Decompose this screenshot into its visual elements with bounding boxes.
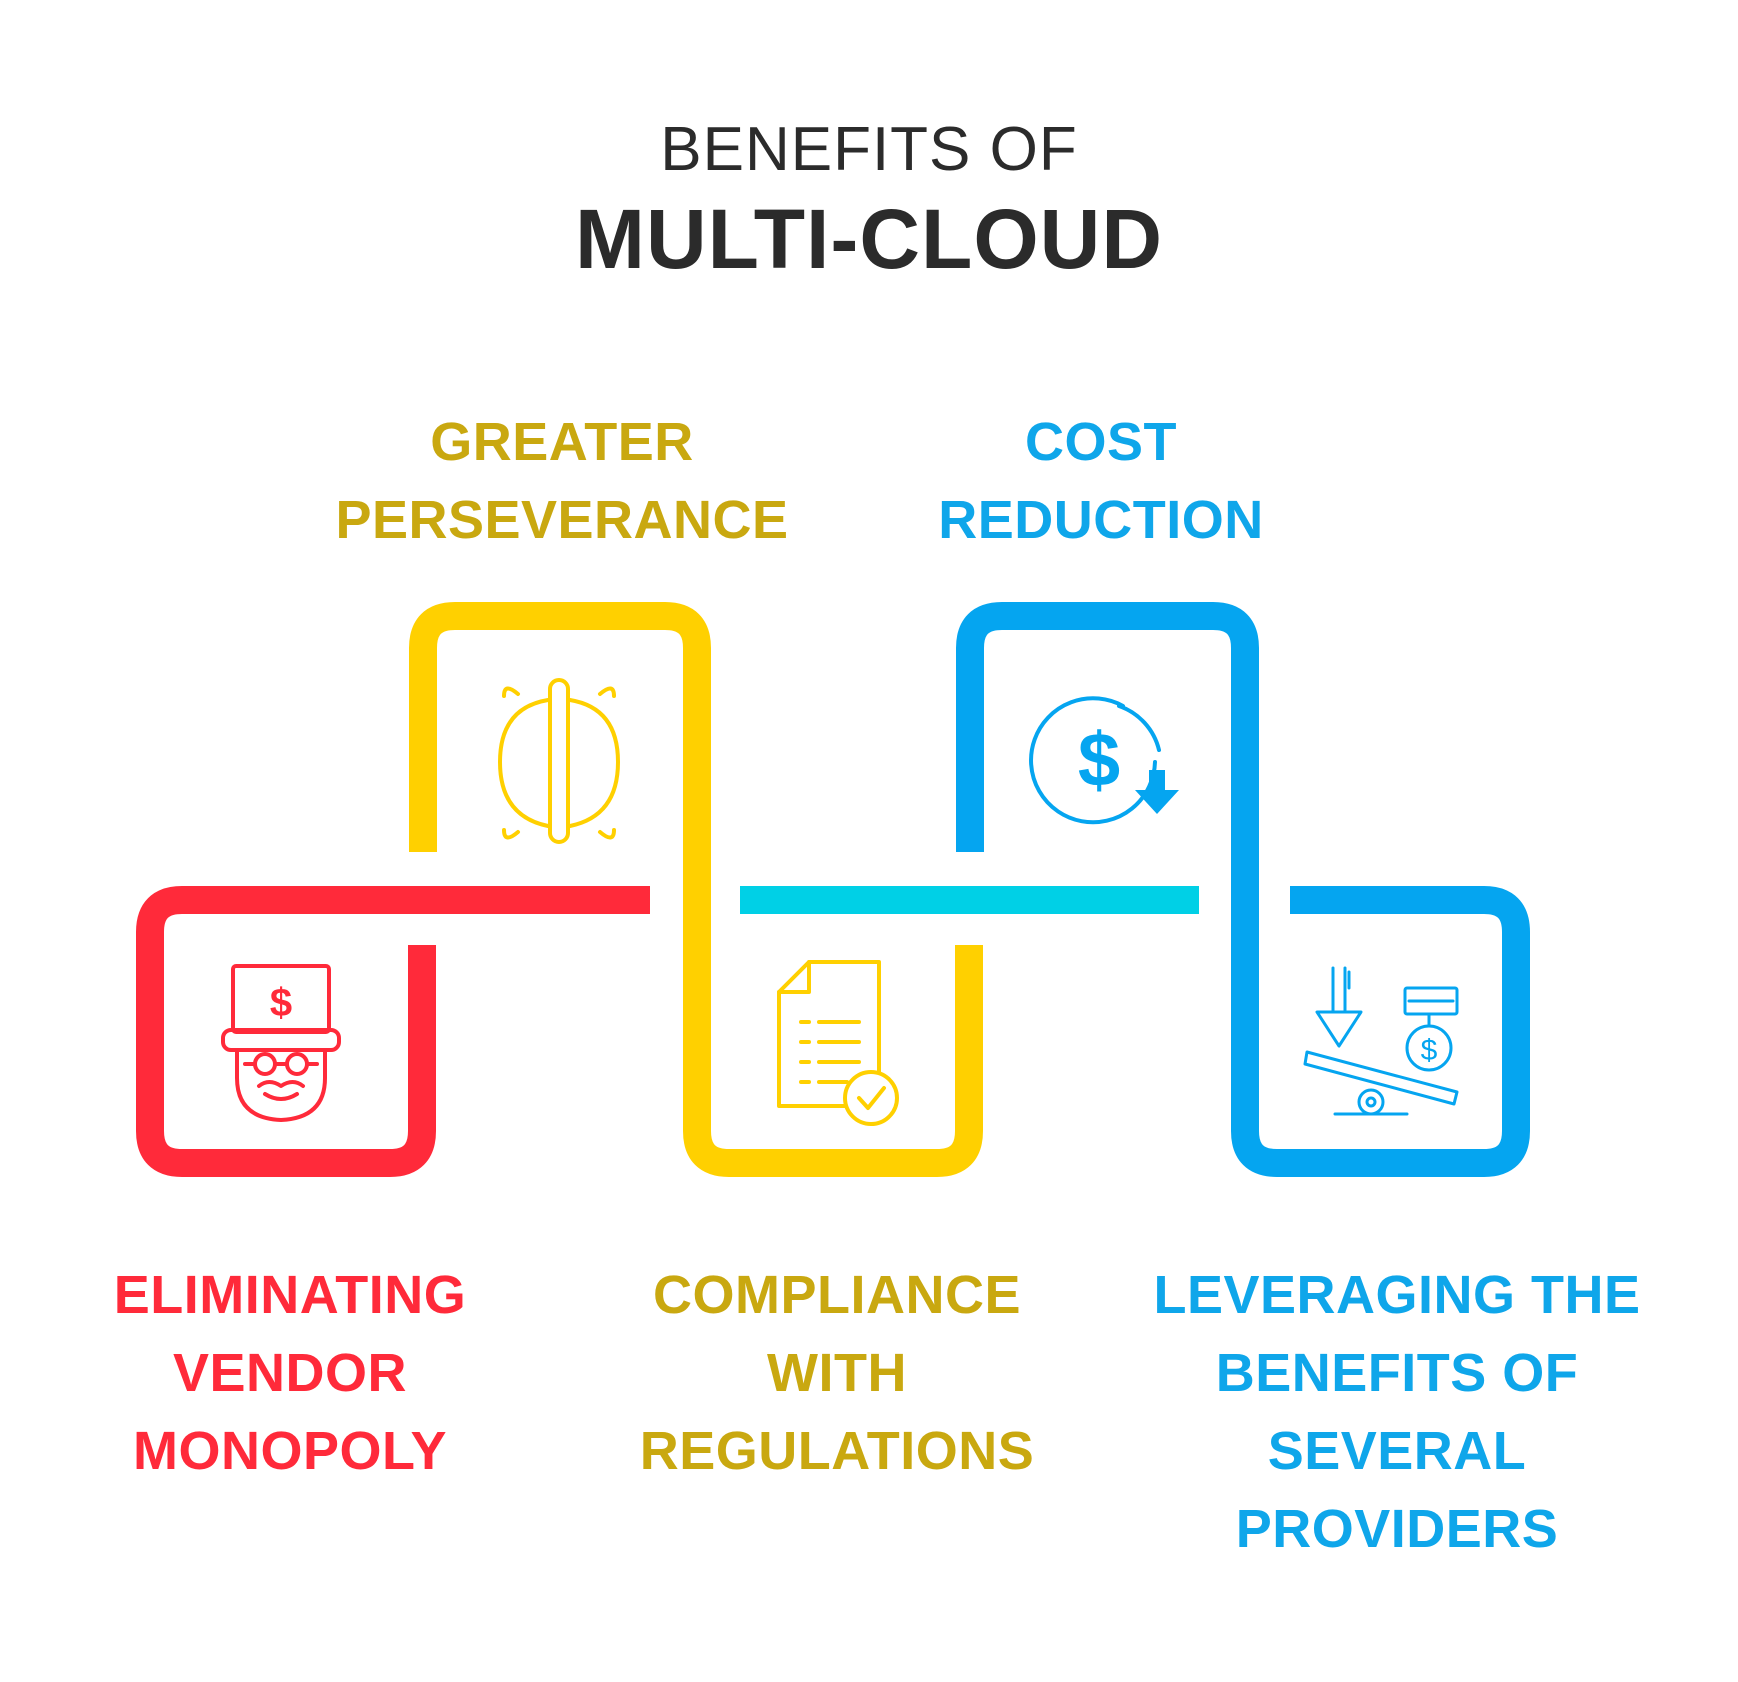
- benefit-label-compliance: COMPLIANCE WITH REGULATIONS: [640, 1265, 1035, 1481]
- benefit-label-line: WITH: [767, 1343, 907, 1403]
- benefit-label-line: PERSEVERANCE: [335, 490, 788, 550]
- yellow-top-frame: [409, 602, 983, 1177]
- benefit-label-vendor: ELIMINATING VENDOR MONOPOLY: [114, 1265, 466, 1481]
- svg-text:$: $: [270, 981, 292, 1025]
- benefit-label-line: PROVIDERS: [1236, 1499, 1559, 1559]
- title-line-2: MULTI-CLOUD: [575, 192, 1163, 286]
- top-hat-tycoon-icon: $: [221, 964, 341, 1122]
- checklist-document-icon: [777, 960, 899, 1126]
- resilience-bracket-icon: [497, 678, 621, 844]
- dollar-down-arrow-icon: $: [1029, 696, 1179, 825]
- svg-text:$: $: [1078, 718, 1120, 803]
- benefit-label-line: VENDOR: [173, 1343, 407, 1403]
- benefit-label-line: LEVERAGING THE: [1153, 1265, 1640, 1325]
- benefit-label-providers: LEVERAGING THE BENEFITS OF SEVERAL PROVIDER…: [1153, 1265, 1640, 1559]
- benefit-label-line: REDUCTION: [938, 490, 1264, 550]
- benefit-label-cost: COST REDUCTION: [938, 412, 1264, 550]
- title-line-1: BENEFITS OF: [660, 115, 1077, 184]
- benefit-label-line: COMPLIANCE: [653, 1265, 1021, 1325]
- benefit-label-line: SEVERAL: [1268, 1421, 1527, 1481]
- red-frame: [136, 886, 650, 1177]
- blue-frame: [956, 602, 1530, 1177]
- benefit-label-perseverance: GREATER PERSEVERANCE: [335, 412, 788, 550]
- benefit-label-line: REGULATIONS: [640, 1421, 1035, 1481]
- benefit-labels: ELIMINATING VENDOR MONOPOLY GREATER PERSEVER…: [114, 412, 1640, 1559]
- seesaw-balance-icon: $: [1303, 966, 1459, 1116]
- connector-track: [136, 602, 1530, 1177]
- benefit-label-line: GREATER: [430, 412, 694, 472]
- benefit-label-line: ELIMINATING: [114, 1265, 466, 1325]
- benefit-label-line: BENEFITS OF: [1216, 1343, 1579, 1403]
- benefit-label-line: MONOPOLY: [133, 1421, 447, 1481]
- svg-text:$: $: [1421, 1034, 1438, 1067]
- benefit-label-line: COST: [1025, 412, 1177, 472]
